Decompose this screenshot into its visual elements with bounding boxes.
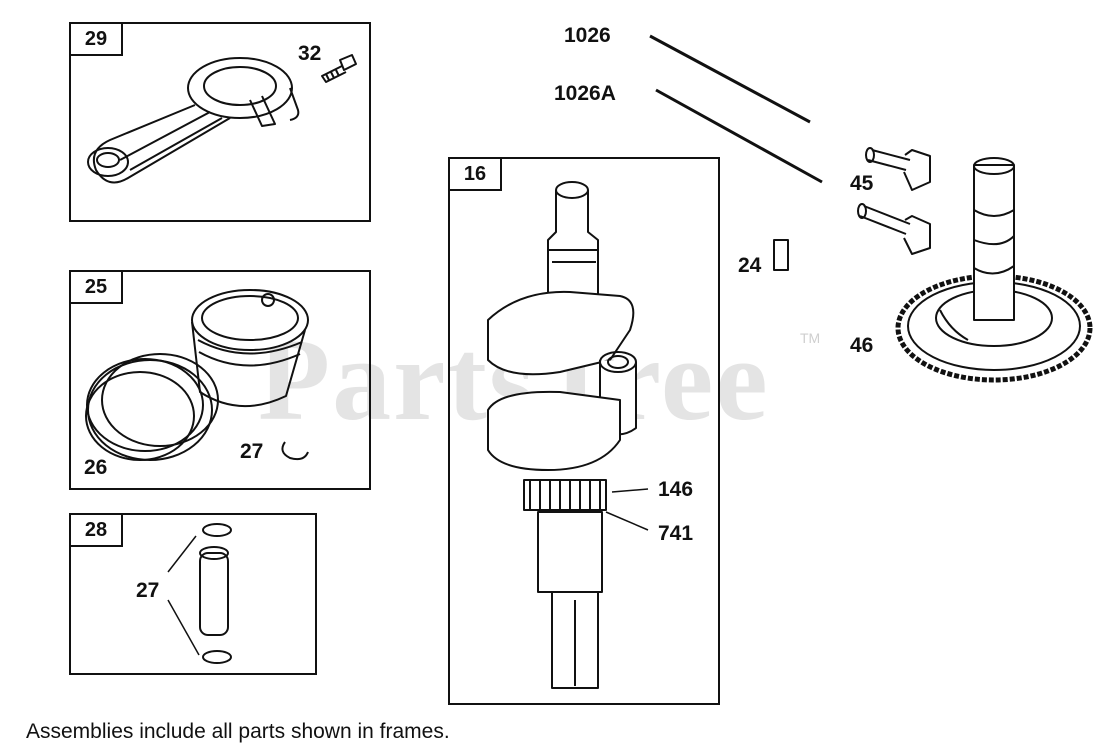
frame-piston-pin: 28	[69, 513, 317, 675]
piston-rings-drawing	[85, 353, 219, 461]
connecting-rod-drawing	[87, 57, 300, 184]
frame-number-25: 25	[71, 272, 123, 304]
piston-drawing	[191, 289, 309, 407]
label-clip-pin: 27	[136, 579, 160, 602]
label-clip-piston: 27	[240, 440, 264, 463]
frame-connecting-rod: 29	[69, 22, 371, 222]
frame-number-29: 29	[71, 24, 123, 56]
piston-pin-drawing	[167, 523, 232, 664]
label-pushrod-1026a: 1026A	[554, 82, 616, 105]
bolt-drawing	[321, 54, 357, 83]
frame-piston: 25	[69, 270, 371, 490]
valves-drawing	[857, 147, 931, 255]
crankshaft-drawing	[487, 181, 649, 689]
pushrod-1026a-drawing	[655, 88, 823, 184]
frame-number-16: 16	[450, 159, 502, 191]
clip-drawing	[281, 441, 309, 461]
assemblies-caption: Assemblies include all parts shown in fr…	[26, 720, 450, 743]
key-drawing	[773, 239, 789, 271]
label-gear: 146	[658, 478, 694, 501]
label-key: 24	[738, 254, 762, 277]
frame-crankshaft: 16	[448, 157, 720, 705]
label-pushrod-1026: 1026	[564, 24, 611, 47]
frame-number-28: 28	[71, 515, 123, 547]
pushrod-1026-drawing	[649, 34, 811, 124]
label-rings: 26	[84, 456, 108, 479]
label-camshaft: 46	[850, 334, 874, 357]
label-bolt: 32	[298, 42, 322, 65]
label-valves: 45	[850, 172, 874, 195]
camshaft-drawing	[895, 157, 1093, 383]
trademark-symbol: TM	[800, 330, 821, 346]
label-sleeve: 741	[658, 522, 694, 545]
